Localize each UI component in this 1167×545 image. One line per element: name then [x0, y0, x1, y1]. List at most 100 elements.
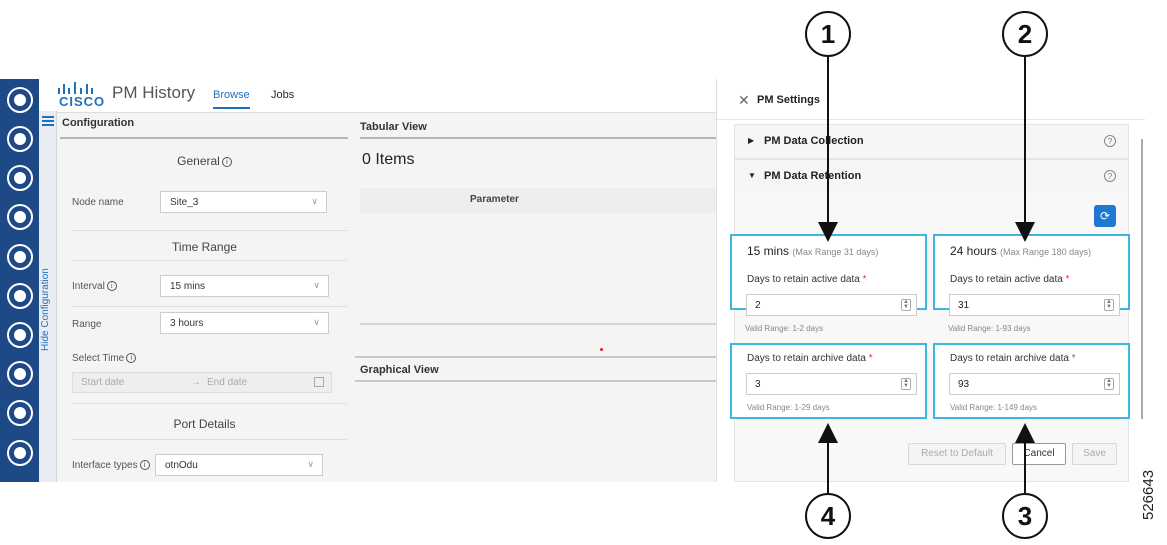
settings-icon[interactable]	[7, 126, 33, 152]
active-days-input[interactable]: 31 ▲▼	[949, 294, 1120, 316]
search-icon[interactable]	[7, 244, 33, 270]
tabular-view-panel: Tabular View 0 Items Parameter	[357, 113, 716, 343]
time-range-title: Time Range	[172, 240, 237, 254]
parameter-column-header[interactable]: Parameter	[470, 194, 519, 205]
info-icon[interactable]: i	[139, 460, 150, 470]
graphical-view-heading: Graphical View	[360, 364, 439, 376]
filter-icon[interactable]	[42, 116, 54, 126]
accordion-title: PM Data Collection	[764, 135, 864, 147]
archive-days-value: 93	[958, 379, 970, 390]
hide-configuration-toggle[interactable]: Hide Configuration	[39, 111, 57, 482]
clock-icon[interactable]	[7, 322, 33, 348]
help-icon[interactable]: ?	[1104, 170, 1116, 182]
table-header-row: Parameter	[360, 188, 716, 213]
close-icon[interactable]: ✕	[738, 92, 750, 108]
start-date-placeholder[interactable]: Start date	[81, 377, 125, 388]
pm-data-collection-accordion[interactable]: ▶ PM Data Collection ?	[734, 124, 1129, 159]
range-value: 3 hours	[170, 318, 204, 329]
inventory-icon[interactable]	[7, 204, 33, 230]
date-range-picker[interactable]: Start date → End date	[72, 372, 332, 393]
divider	[72, 403, 347, 404]
required-marker: *	[1071, 353, 1076, 364]
callout-2: 2	[1002, 11, 1048, 57]
play-icon[interactable]	[7, 283, 33, 309]
network-icon[interactable]	[7, 400, 33, 426]
monitor-icon[interactable]	[7, 440, 33, 466]
divider	[355, 380, 716, 382]
archive-days-input[interactable]: 3 ▲▼	[746, 373, 917, 395]
reset-to-default-button[interactable]: Reset to Default	[908, 443, 1006, 465]
retention-24hour-active-box-extra: Valid Range: 1-93 days	[933, 234, 1130, 333]
retention-24hour-archive-box: Days to retain archive data * 93 ▲▼ Valid…	[933, 343, 1130, 419]
active-days-value: 31	[958, 300, 970, 311]
globe-icon[interactable]	[7, 87, 33, 113]
app-header: CISCO PM History Browse Jobs	[39, 79, 716, 113]
target-icon[interactable]	[7, 361, 33, 387]
stepper-icon[interactable]: ▲▼	[901, 378, 911, 390]
callout-3: 3	[1002, 493, 1048, 539]
interface-types-value: otnOdu	[165, 460, 198, 471]
info-icon[interactable]: i	[221, 157, 232, 167]
save-button[interactable]: Save	[1072, 443, 1117, 465]
interval-select[interactable]: 15 mins∨	[160, 275, 329, 297]
chevron-down-icon: ∨	[313, 317, 320, 327]
stepper-icon[interactable]: ▲▼	[901, 299, 911, 311]
pm-data-retention-accordion[interactable]: ▼ PM Data Retention ?	[734, 159, 1129, 194]
help-icon[interactable]: ?	[1104, 135, 1116, 147]
info-icon[interactable]: i	[106, 281, 117, 291]
scrollbar[interactable]	[1141, 139, 1143, 419]
divider	[72, 260, 347, 261]
archive-data-label: Days to retain archive data *	[747, 353, 873, 364]
retention-15min-active-box-extra: Valid Range: 1-2 days	[730, 234, 927, 333]
archive-days-input[interactable]: 93 ▲▼	[949, 373, 1120, 395]
node-name-value: Site_3	[170, 197, 199, 208]
range-select[interactable]: 3 hours ∨	[160, 312, 329, 334]
chevron-down-icon: ∨	[307, 459, 314, 469]
active-data-label-text: Days to retain active data	[950, 274, 1063, 285]
calendar-icon[interactable]	[314, 377, 324, 387]
divider	[72, 230, 347, 231]
valid-range-text: Valid Range: 1-149 days	[950, 403, 1038, 412]
chevron-down-icon: ∨	[311, 196, 318, 206]
archive-days-value: 3	[755, 379, 761, 390]
caret-right-icon: ▶	[748, 136, 755, 145]
general-label: General	[177, 154, 220, 168]
range-label: Range	[72, 319, 102, 330]
tab-browse[interactable]: Browse	[213, 89, 250, 109]
end-date-placeholder[interactable]: End date	[207, 377, 248, 388]
archive-data-label: Days to retain archive data *	[950, 353, 1076, 364]
tab-jobs[interactable]: Jobs	[271, 89, 295, 101]
retention-15min-archive-box: Days to retain archive data * 3▲▼ Valid …	[730, 343, 927, 419]
caret-down-icon: ▼	[748, 171, 756, 180]
stepper-icon[interactable]: ▲▼	[1104, 299, 1114, 311]
configuration-heading: Configuration	[62, 117, 135, 129]
stepper-icon[interactable]: ▲▼	[1104, 378, 1114, 390]
required-marker: *	[862, 274, 867, 285]
callout-4: 4	[805, 493, 851, 539]
device-icon[interactable]	[7, 165, 33, 191]
info-icon[interactable]: i	[126, 353, 137, 363]
interface-types-select[interactable]: otnOdu ∨	[155, 454, 323, 476]
refresh-button[interactable]: ⟳	[1094, 205, 1116, 227]
granularity-label: 24 hours	[950, 244, 997, 258]
pm-history-app: CISCO PM History Browse Jobs Hide Config…	[0, 79, 1145, 482]
divider	[717, 119, 1145, 120]
archive-data-label-text: Days to retain archive data	[747, 353, 866, 364]
accordion-title: PM Data Retention	[764, 170, 862, 182]
active-data-label-text: Days to retain active data	[747, 274, 860, 285]
active-days-input[interactable]: 2▲▼	[746, 294, 917, 316]
app-title: PM History	[112, 83, 196, 102]
items-count: 0 Items	[362, 151, 415, 168]
interval-value: 15 mins	[170, 281, 206, 292]
marker-dot	[600, 348, 603, 351]
drawer-title: PM Settings	[757, 94, 820, 106]
required-marker: *	[868, 353, 873, 364]
brand-text: CISCO	[59, 94, 106, 109]
node-name-select[interactable]: Site_3 ∨	[160, 191, 327, 213]
archive-data-label-text: Days to retain archive data	[950, 353, 1069, 364]
divider	[72, 306, 347, 307]
